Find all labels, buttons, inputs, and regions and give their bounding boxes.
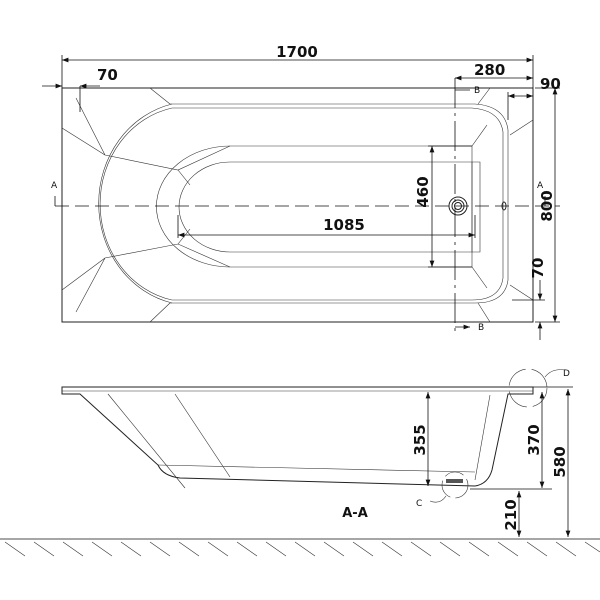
drain-icon: [448, 196, 468, 216]
section-marker-a-left: A: [51, 181, 58, 191]
detail-label-d: D: [563, 369, 570, 379]
section-title: A-A: [342, 506, 368, 521]
dim-side-height: 370: [525, 424, 543, 455]
backrest-arc: [98, 103, 173, 304]
detail-d-circle: [508, 368, 548, 408]
section-marker-b-top: B: [474, 86, 480, 96]
overflow-icon: [501, 201, 507, 211]
dim-inner-length: 1085: [323, 216, 365, 234]
detail-label-c: C: [416, 499, 422, 509]
dim-floor-clearance: 210: [502, 499, 520, 530]
dim-depth: 355: [411, 424, 429, 455]
inner-rim: [170, 103, 509, 304]
dim-drain-offset: 280: [474, 61, 505, 79]
inner-well: [230, 145, 473, 268]
dim-rim-left: 70: [97, 66, 118, 84]
tub-section: [61, 386, 534, 487]
dim-width: 800: [538, 190, 556, 221]
section-marker-b-bottom: B: [478, 323, 484, 333]
dim-length: 1700: [276, 43, 318, 61]
detail-c-circle: [441, 471, 469, 499]
section-view: 355 370 580 210 A-A C D: [0, 368, 600, 557]
drain-outlet: [446, 479, 463, 483]
top-view: 1700 70 280 90 800 460 1085 70 A A B B: [42, 43, 561, 340]
dim-total-height: 580: [551, 446, 569, 477]
dim-drain-area: 460: [414, 176, 432, 207]
dim-rim-right: 90: [540, 75, 561, 93]
dim-rim-bottom: 70: [529, 258, 547, 279]
floor-hatch: [4, 541, 600, 557]
section-marker-a-right: A: [537, 181, 544, 191]
tub-outline: [61, 87, 534, 323]
